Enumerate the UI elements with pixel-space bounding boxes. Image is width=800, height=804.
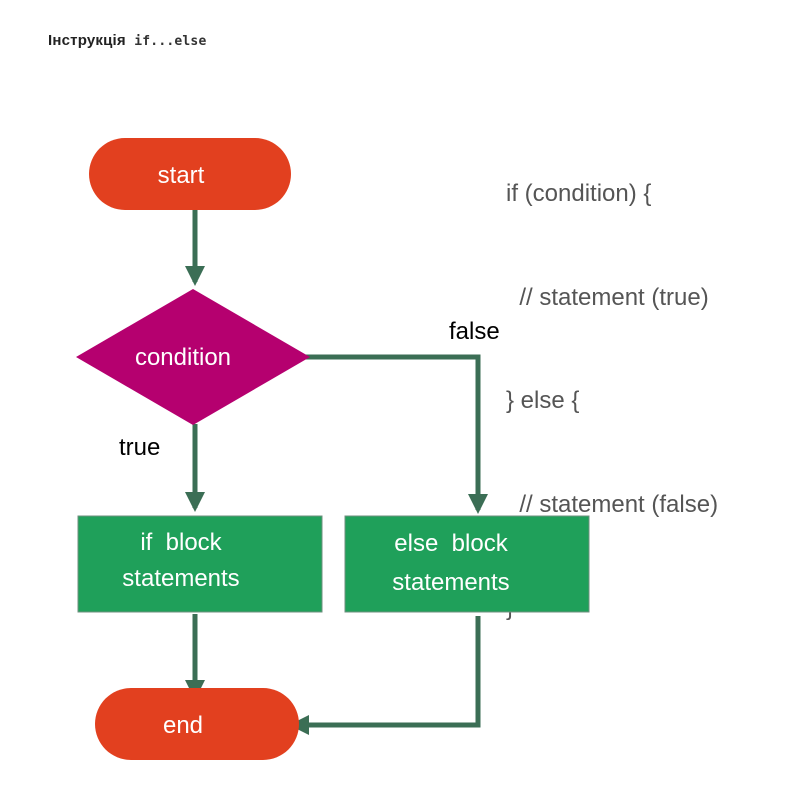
start-node: start — [89, 138, 291, 210]
page-heading: Інструкція if...else — [48, 32, 207, 49]
else-block-label-line1: else block — [394, 530, 508, 557]
heading-title: Інструкція — [48, 32, 126, 49]
code-line: } else { — [506, 387, 580, 414]
if-block-label-line1: if block — [140, 529, 222, 556]
condition-label: condition — [135, 344, 231, 371]
code-sample: if (condition) { // statement (true) } e… — [506, 108, 718, 660]
if-block-label-line2: statements — [122, 565, 239, 592]
code-line: // statement (false) — [506, 490, 719, 518]
start-label: start — [158, 162, 205, 189]
else-block-node: else block statements — [344, 515, 590, 613]
heading-code: if...else — [134, 34, 207, 49]
condition-node: condition — [76, 289, 310, 425]
end-label: end — [163, 712, 203, 739]
end-node: end — [95, 688, 299, 760]
else-block-label-line2: statements — [392, 569, 509, 596]
arrow-condition-to-else — [300, 354, 488, 514]
true-label: true — [119, 434, 160, 461]
code-line: // statement (true) — [506, 283, 709, 311]
code-line: if (condition) { — [506, 180, 652, 207]
arrow-else-to-end — [289, 616, 481, 735]
false-label: false — [449, 318, 500, 345]
if-block-node: if block statements — [77, 515, 323, 613]
